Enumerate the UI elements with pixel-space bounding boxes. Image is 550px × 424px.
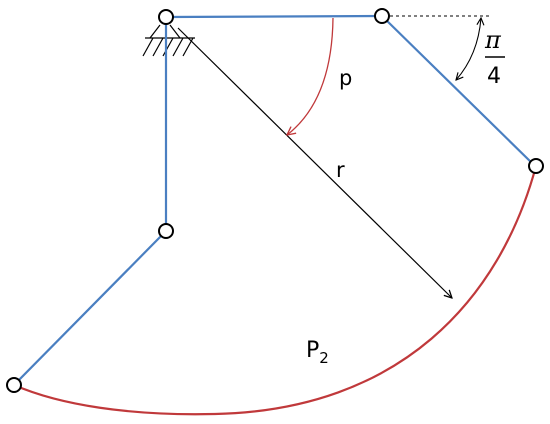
label-r: r (336, 158, 345, 182)
top-right-joint (374, 8, 390, 24)
label-p2: P2 (306, 338, 329, 367)
joints (6, 8, 544, 393)
links (13, 14, 536, 386)
p-arc (287, 17, 334, 135)
right-end-joint (528, 158, 544, 174)
right-link (381, 15, 536, 167)
left-link (13, 230, 167, 386)
left-end-joint (6, 377, 22, 393)
base-joint (158, 9, 174, 25)
middle-joint (158, 223, 174, 239)
angle-denominator: 4 (487, 64, 501, 89)
p2-path (13, 165, 538, 416)
angle-label: π 4 (484, 26, 505, 89)
angle-arc (456, 18, 481, 80)
label-p: p (339, 66, 352, 90)
ground-support (142, 24, 195, 57)
top-link (165, 14, 383, 19)
radius-arrow (177, 27, 452, 298)
angle-numerator: π (484, 26, 502, 54)
